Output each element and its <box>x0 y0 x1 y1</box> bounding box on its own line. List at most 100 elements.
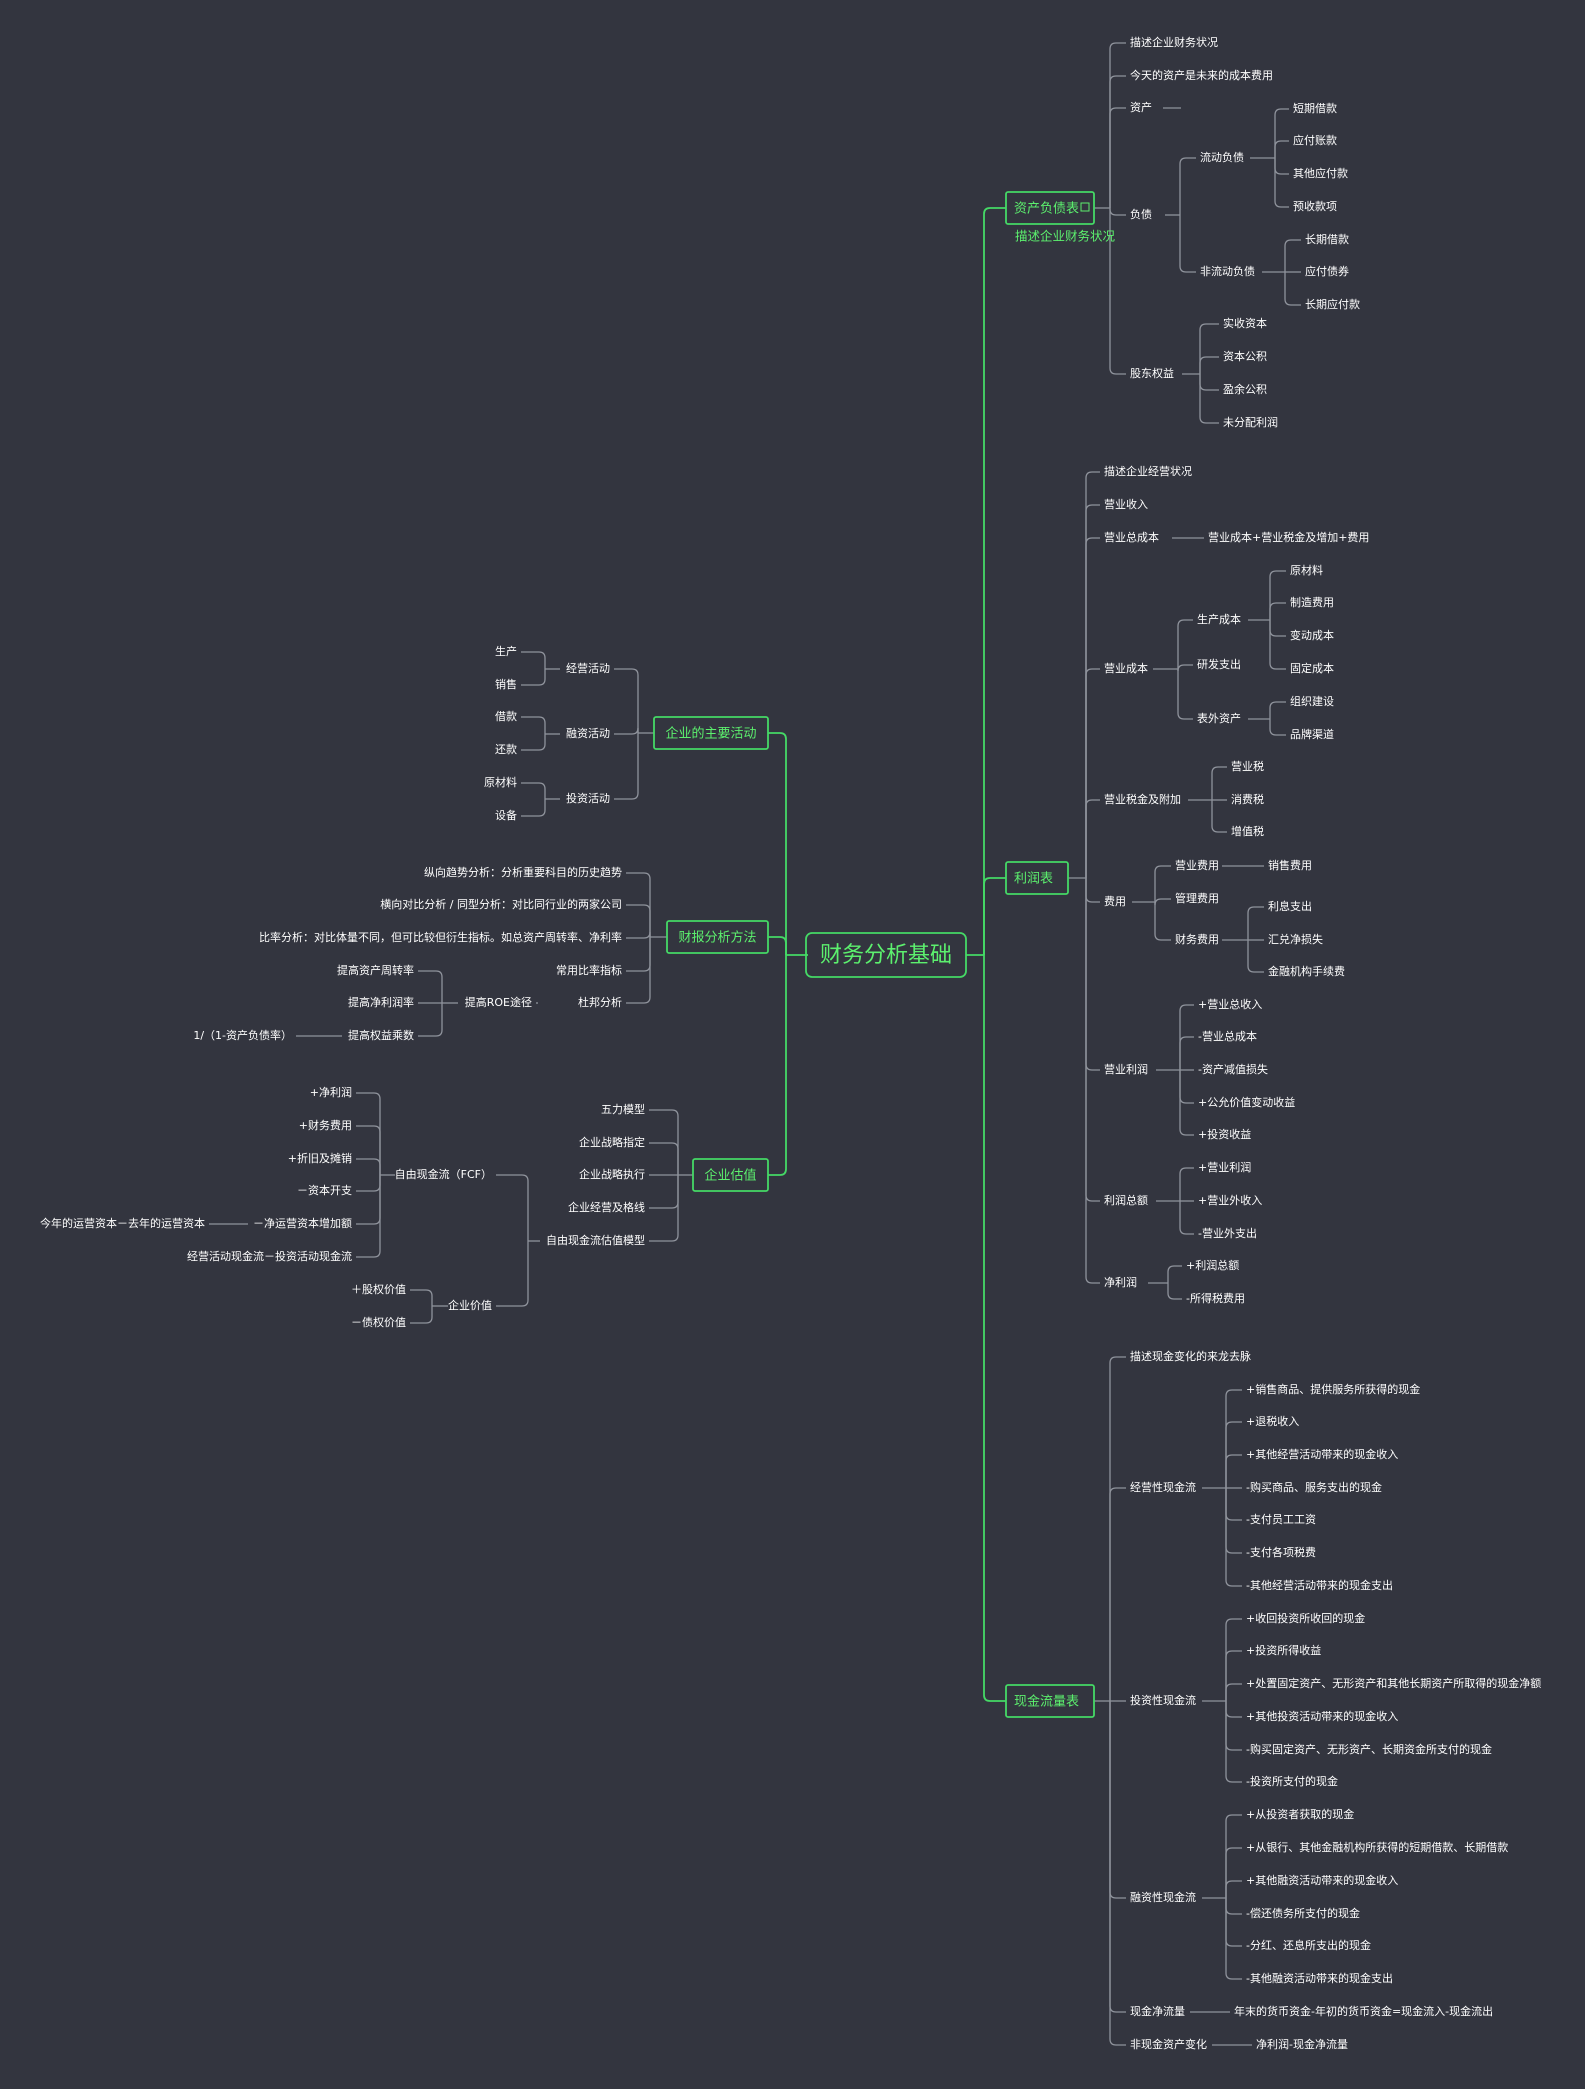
node-branches-4-children-1: 横向对比分析 / 同型分析：对比同行业的两家公司 <box>380 897 622 911</box>
node-branches-2-children-2-children-4: -购买固定资产、无形资产、长期资金所支付的现金 <box>1246 1742 1492 1756</box>
node-branches-0-children-3-children-0-children-3: 预收款项 <box>1293 199 1337 213</box>
node-branches-2-children-2: 投资性现金流 <box>1130 1693 1196 1707</box>
node-branches-1-children-6-children-1: -营业总成本 <box>1198 1029 1257 1043</box>
node-branches-1-children-4: 营业税金及附加 <box>1104 792 1181 806</box>
node-branches-2-children-3-children-5: -其他融资活动带来的现金支出 <box>1246 1971 1393 1985</box>
node-branches-4-children-3: 常用比率指标 <box>556 963 622 977</box>
node-branches-3-children-0-children-1: 销售 <box>495 677 517 691</box>
node-branches-0-children-3-children-0-children-2: 其他应付款 <box>1293 166 1348 180</box>
note-icon <box>1080 202 1090 212</box>
node-branches-5-children-4-children-0-children-4: －净运营资本增加额 <box>253 1216 352 1230</box>
node-branches-5-children-1: 企业战略指定 <box>579 1135 645 1149</box>
node-branches-5-children-4-children-1-children-1: －债权价值 <box>351 1315 406 1329</box>
node-branches-0-children-3-children-0-children-0: 短期借款 <box>1293 101 1337 115</box>
node-branches-0-children-3-children-0: 流动负债 <box>1200 150 1244 164</box>
node-branches-2-children-2-children-3: +其他投资活动带来的现金收入 <box>1246 1709 1398 1723</box>
node-branches-0-children-4-children-3: 未分配利润 <box>1223 415 1278 429</box>
branch-1: 利润表 <box>1014 872 1053 887</box>
node-branches-2-children-1-children-0: +销售商品、提供服务所获得的现金 <box>1246 1382 1420 1396</box>
node-branches-5-children-4-children-0-children-3: －资本开支 <box>297 1183 352 1197</box>
node-branches-0-children-3-children-0-children-1: 应付账款 <box>1293 133 1337 147</box>
node-branches-0-children-4-children-2: 盈余公积 <box>1223 382 1267 396</box>
node-branches-4-children-2: 比率分析：对比体量不同，但可比较但衍生指标。如总资产周转率、净利率 <box>259 930 622 944</box>
node-branches-1-children-6: 营业利润 <box>1104 1062 1148 1076</box>
node-branches-0-children-4: 股东权益 <box>1130 366 1174 380</box>
node-branches-1-children-3-children-0-children-1: 制造费用 <box>1290 595 1334 609</box>
branch-4: 财报分析方法 <box>678 930 756 946</box>
node-branches-1-children-6-children-2: -资产减值损失 <box>1198 1062 1268 1076</box>
node-branches-4-children-4-children-0: 提高ROE途径 <box>465 995 532 1009</box>
branch-note-balance-sheet: 描述企业财务状况 <box>1015 229 1116 244</box>
branch-box-0 <box>1005 191 1095 225</box>
node-branches-1-children-7-children-2: -营业外支出 <box>1198 1226 1257 1240</box>
node-branches-2-children-1-children-6: -其他经营活动带来的现金支出 <box>1246 1578 1393 1592</box>
node-branches-1-children-4-children-0: 营业税 <box>1231 759 1264 773</box>
node-branches-1-children-5-children-2-children-0: 利息支出 <box>1268 899 1312 913</box>
branch-0: 资产负债表 <box>1014 202 1079 217</box>
node-branches-5-children-4-children-0-children-0: +净利润 <box>310 1085 352 1099</box>
node-branches-4-children-0: 纵向趋势分析：分析重要科目的历史趋势 <box>424 865 622 879</box>
node-branches-2-children-3: 融资性现金流 <box>1130 1890 1196 1904</box>
node-branches-4-children-4-children-0-children-1: 提高净利润率 <box>348 995 414 1009</box>
node-branches-1-children-3-children-0-children-2: 变动成本 <box>1290 628 1334 642</box>
root-node-box <box>805 932 967 978</box>
node-branches-5-children-4-children-0-children-2: +折旧及摊销 <box>288 1151 352 1165</box>
node-branches-2-children-3-children-3: -偿还债务所支付的现金 <box>1246 1906 1360 1920</box>
node-branches-3-children-2: 投资活动 <box>566 791 610 805</box>
node-branches-3-children-0: 经营活动 <box>566 661 610 675</box>
root-node: 财务分析基础 <box>820 943 952 968</box>
node-branches-5-children-2: 企业战略执行 <box>579 1167 645 1181</box>
node-branches-0-children-3-children-1-children-0: 长期借款 <box>1305 232 1349 246</box>
node-branches-2-children-4-children-0: 年末的货币资金-年初的货币资金=现金流入-现金流出 <box>1234 2004 1493 2018</box>
node-branches-1-children-5-children-0: 营业费用 <box>1175 858 1219 872</box>
node-branches-0-children-1: 今天的资产是未来的成本费用 <box>1130 68 1273 82</box>
node-branches-2-children-1-children-3: -购买商品、服务支出的现金 <box>1246 1480 1382 1494</box>
node-branches-2-children-0: 描述现金变化的来龙去脉 <box>1130 1349 1251 1363</box>
branch-box-3 <box>653 716 769 750</box>
node-branches-2-children-3-children-2: +其他融资活动带来的现金收入 <box>1246 1873 1398 1887</box>
node-branches-2-children-5: 非现金资产变化 <box>1130 2037 1207 2051</box>
node-branches-4-children-4-children-0-children-2: 提高权益乘数 <box>348 1028 414 1042</box>
node-branches-1-children-8: 净利润 <box>1104 1275 1137 1289</box>
node-branches-2-children-2-children-1: +投资所得收益 <box>1246 1643 1321 1657</box>
node-branches-5-children-4-children-0-children-5: 经营活动现金流－投资活动现金流 <box>187 1249 352 1263</box>
node-branches-4-children-4-children-0-children-2-children-0: 1/（1-资产负债率） <box>193 1028 292 1042</box>
node-branches-2-children-5-children-0: 净利润-现金净流量 <box>1256 2037 1348 2051</box>
node-branches-0-children-3: 负债 <box>1130 207 1152 221</box>
node-branches-2-children-1-children-2: +其他经营活动带来的现金收入 <box>1246 1447 1398 1461</box>
node-branches-3-children-1: 融资活动 <box>566 727 610 740</box>
node-branches-1-children-5-children-2: 财务费用 <box>1175 932 1219 946</box>
node-branches-1-children-6-children-0: +营业总收入 <box>1198 997 1262 1011</box>
node-branches-1-children-7-children-1: +营业外收入 <box>1198 1193 1262 1207</box>
node-branches-1-children-5: 费用 <box>1104 895 1126 908</box>
node-branches-0-children-3-children-1: 非流动负债 <box>1200 264 1255 278</box>
node-branches-2-children-4: 现金净流量 <box>1130 2004 1185 2018</box>
node-branches-3-children-2-children-1: 设备 <box>495 808 517 822</box>
node-branches-1-children-5-children-1: 管理费用 <box>1175 891 1219 905</box>
node-branches-1-children-3-children-2-children-0: 组织建设 <box>1290 694 1334 708</box>
branch-2: 现金流量表 <box>1014 1694 1079 1710</box>
node-branches-4-children-4: 杜邦分析 <box>578 995 622 1009</box>
node-branches-5-children-4-children-0: 自由现金流（FCF） <box>395 1167 492 1181</box>
node-branches-1-children-3-children-2: 表外资产 <box>1197 711 1241 725</box>
node-branches-1-children-5-children-2-children-2: 金融机构手续费 <box>1268 964 1345 978</box>
node-branches-0-children-3-children-1-children-2: 长期应付款 <box>1305 297 1360 311</box>
branch-5: 企业估值 <box>704 1168 756 1184</box>
node-branches-1-children-4-children-2: 增值税 <box>1231 824 1264 838</box>
node-branches-1-children-3-children-0-children-0: 原材料 <box>1290 563 1323 577</box>
node-branches-2-children-3-children-4: -分红、还息所支出的现金 <box>1246 1938 1371 1952</box>
branch-3: 企业的主要活动 <box>665 726 756 742</box>
node-branches-5-children-4-children-1-children-0: ＋股权价值 <box>351 1283 406 1296</box>
node-branches-1-children-3-children-2-children-1: 品牌渠道 <box>1290 727 1334 741</box>
node-branches-2-children-3-children-1: +从银行、其他金融机构所获得的短期借款、长期借款 <box>1246 1840 1508 1854</box>
node-branches-3-children-0-children-0: 生产 <box>495 644 517 658</box>
node-branches-5-children-4: 自由现金流估值模型 <box>546 1233 645 1247</box>
node-branches-1-children-6-children-3: +公允价值变动收益 <box>1198 1095 1295 1109</box>
node-branches-1-children-3: 营业成本 <box>1104 661 1148 675</box>
node-branches-0-children-0: 描述企业财务状况 <box>1130 35 1218 49</box>
node-branches-4-children-4-children-0-children-0: 提高资产周转率 <box>337 963 414 977</box>
node-branches-0-children-3-children-1-children-1: 应付债券 <box>1305 264 1349 278</box>
node-branches-1-children-3-children-1: 研发支出 <box>1197 657 1241 671</box>
branch-box-1 <box>1005 861 1069 895</box>
